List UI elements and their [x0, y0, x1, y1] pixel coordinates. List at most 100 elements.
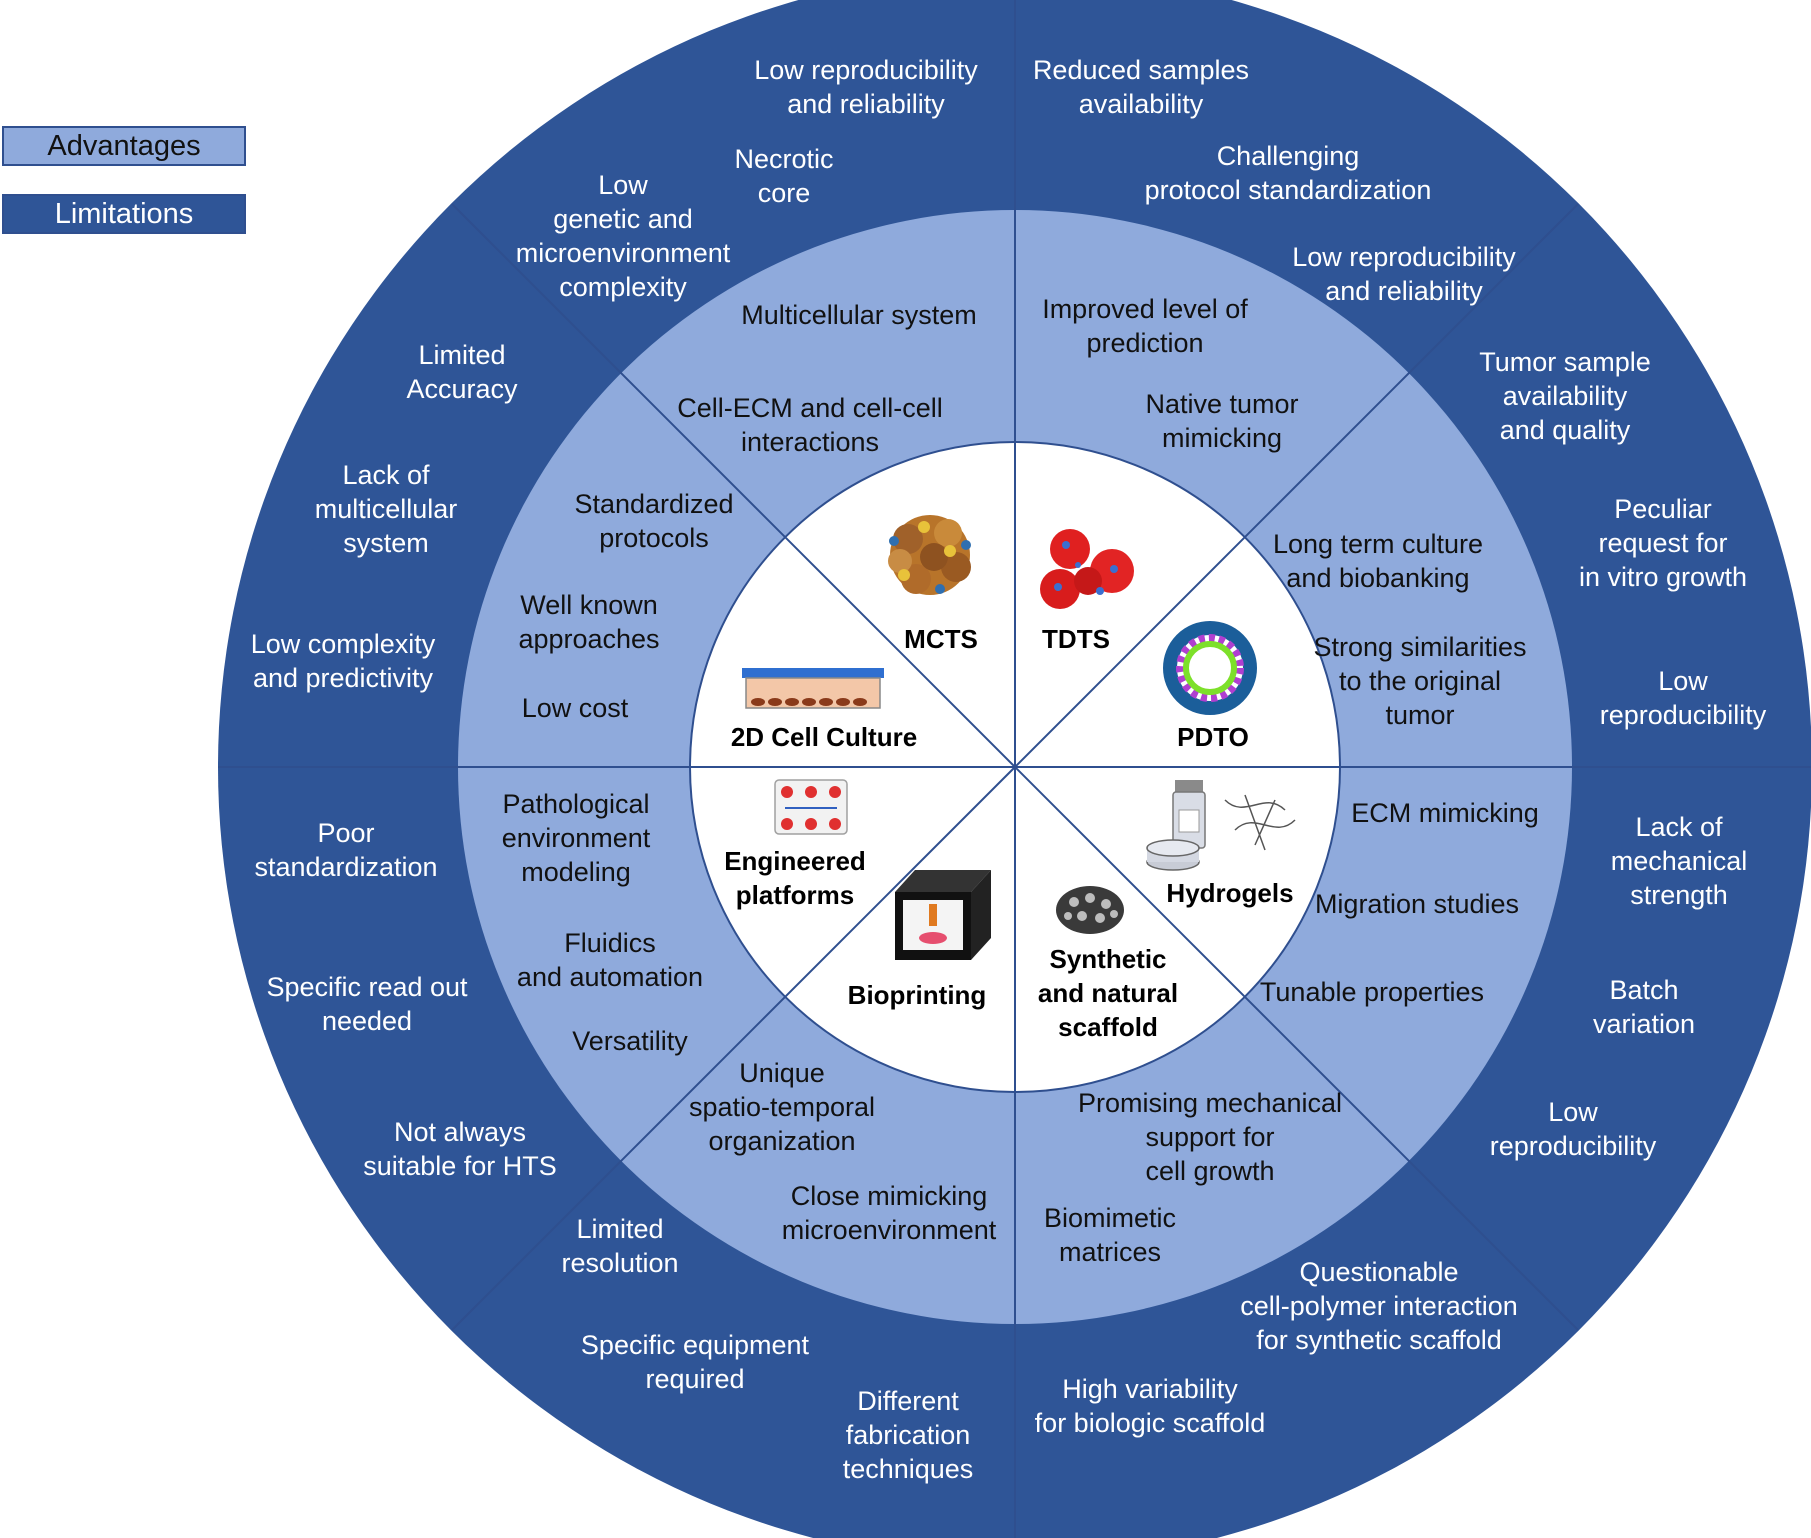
lim-hts-label-line: suitable for HTS [363, 1151, 557, 1181]
lim-lack-mechanical-label-line: Lack of [1635, 812, 1723, 842]
lim-low-genetic-label-line: genetic and [553, 204, 693, 234]
sector-dividers [218, 0, 1811, 1538]
lim-variability-label-line: High variability [1062, 1374, 1238, 1404]
adv-ecm-mimicking-label-line: ECM mimicking [1351, 798, 1539, 828]
lim-poor-std-label-line: Poor [317, 818, 374, 848]
bioprinting-label: Bioprinting [848, 980, 987, 1010]
lim-low-repro-tdts-label-line: Low reproducibility [1292, 242, 1516, 272]
sector-divider-line [1014, 203, 1579, 768]
model-icons [742, 515, 1296, 960]
adv-biomimetic-label-line: Biomimetic [1044, 1203, 1176, 1233]
red-spheroid-icon [1040, 529, 1134, 609]
scaffold-label-line: Synthetic [1049, 944, 1166, 974]
sector-divider-line [451, 766, 1016, 1331]
lim-reduced-label-line: Reduced samples [1033, 55, 1249, 85]
adv-native-label-line: mimicking [1162, 423, 1282, 453]
adv-similarities-label: Strong similarities to the original tumor [1313, 632, 1526, 730]
adv-spatio-label-line: spatio-temporal [689, 1092, 875, 1122]
lim-low-genetic-label-line: complexity [559, 272, 687, 302]
lim-batch-label-line: variation [1593, 1009, 1695, 1039]
adv-prediction-label-line: prediction [1086, 328, 1203, 358]
lim-peculiar-label-line: in vitro growth [1579, 562, 1747, 592]
lim-necrotic-label: Necrotic core [734, 144, 833, 208]
adv-versatility-label: Versatility [572, 1026, 688, 1056]
adv-migration-label: Migration studies [1315, 889, 1519, 919]
lim-readout-label: Specific read out needed [266, 972, 468, 1036]
adv-mechanical-label-line: Promising mechanical [1078, 1088, 1342, 1118]
adv-mechanical-label-line: cell growth [1145, 1156, 1274, 1186]
adv-standardized-label-line: protocols [599, 523, 709, 553]
lim-lack-mechanical-label-line: strength [1630, 880, 1728, 910]
adv-long-term-label-line: Long term culture [1273, 529, 1483, 559]
lim-challenging-label-line: protocol standardization [1145, 175, 1432, 205]
lim-readout-label-line: needed [322, 1006, 412, 1036]
legend-limitations: Limitations [2, 194, 246, 234]
lim-accuracy-label-line: Accuracy [406, 374, 518, 404]
lim-lack-mechanical-label-line: mechanical [1611, 846, 1748, 876]
adv-standardized-label-line: Standardized [574, 489, 733, 519]
adv-similarities-label-line: Strong similarities [1313, 632, 1526, 662]
adv-cell-ecm-label-line: interactions [741, 427, 879, 457]
adv-tunable-label: Tunable properties [1260, 977, 1484, 1007]
lim-tumor-sample-label-line: Tumor sample [1479, 347, 1651, 377]
mcts-label: MCTS [904, 624, 978, 654]
culture-dish-icon [742, 668, 884, 709]
adv-long-term-label-line: and biobanking [1286, 563, 1469, 593]
lim-low-repro-mcts-label-line: and reliability [787, 89, 945, 119]
adv-tunable-label-line: Tunable properties [1260, 977, 1484, 1007]
adv-native-label-line: Native tumor [1145, 389, 1298, 419]
lim-low-repro-pdto-label-line: reproducibility [1600, 700, 1767, 730]
lim-multicellular-label-line: system [343, 528, 429, 558]
adv-low-cost-label-line: Low cost [522, 693, 629, 723]
adv-well-known-label-line: approaches [518, 624, 659, 654]
hydrogel-vial-icon [1146, 780, 1296, 871]
pdto-label: PDTO [1177, 722, 1249, 752]
lim-complexity-label-line: Low complexity [251, 629, 436, 659]
organoid-ring-icon [1163, 621, 1257, 715]
adv-similarities-label-line: to the original [1339, 666, 1501, 696]
adv-versatility-label-line: Versatility [572, 1026, 688, 1056]
adv-prediction-label: Improved level of prediction [1042, 294, 1248, 358]
adv-similarities-label-line: tumor [1385, 700, 1454, 730]
lim-poor-std-label-line: standardization [254, 852, 437, 882]
adv-migration-label-line: Migration studies [1315, 889, 1519, 919]
lim-reduced-label: Reduced samples availability [1033, 55, 1249, 119]
lim-necrotic-label-line: core [758, 178, 811, 208]
lim-low-genetic-label-line: microenvironment [516, 238, 731, 268]
pdto-label-line: PDTO [1177, 722, 1249, 752]
lim-fabrication-label-line: techniques [843, 1454, 974, 1484]
lim-complexity-label: Low complexity and predictivity [251, 629, 436, 693]
sector-divider-line [451, 203, 1016, 768]
lim-questionable-label-line: for synthetic scaffold [1256, 1325, 1502, 1355]
bioprinting-label-line: Bioprinting [848, 980, 987, 1010]
adv-mechanical-label-line: support for [1145, 1122, 1274, 1152]
lim-fabrication-label-line: fabrication [846, 1420, 971, 1450]
lim-reduced-label-line: availability [1079, 89, 1204, 119]
culture2d-label-line: 2D Cell Culture [731, 722, 917, 752]
adv-ecm-mimicking-label: ECM mimicking [1351, 798, 1539, 828]
lim-readout-label-line: Specific read out [266, 972, 468, 1002]
tdts-label-line: TDTS [1042, 624, 1110, 654]
adv-standardized-label: Standardized protocols [574, 489, 733, 553]
lim-complexity-label-line: and predictivity [253, 663, 434, 693]
adv-close-label-line: microenvironment [782, 1215, 997, 1245]
lim-equipment-label-line: required [645, 1364, 744, 1394]
lim-necrotic-label-line: Necrotic [734, 144, 833, 174]
adv-multicellular-label-line: Multicellular system [741, 300, 977, 330]
adv-prediction-label-line: Improved level of [1042, 294, 1248, 324]
lim-low-repro-hydro-label-line: Low [1548, 1097, 1598, 1127]
adv-pathological-label-line: modeling [521, 857, 631, 887]
lim-equipment-label-line: Specific equipment [581, 1330, 810, 1360]
